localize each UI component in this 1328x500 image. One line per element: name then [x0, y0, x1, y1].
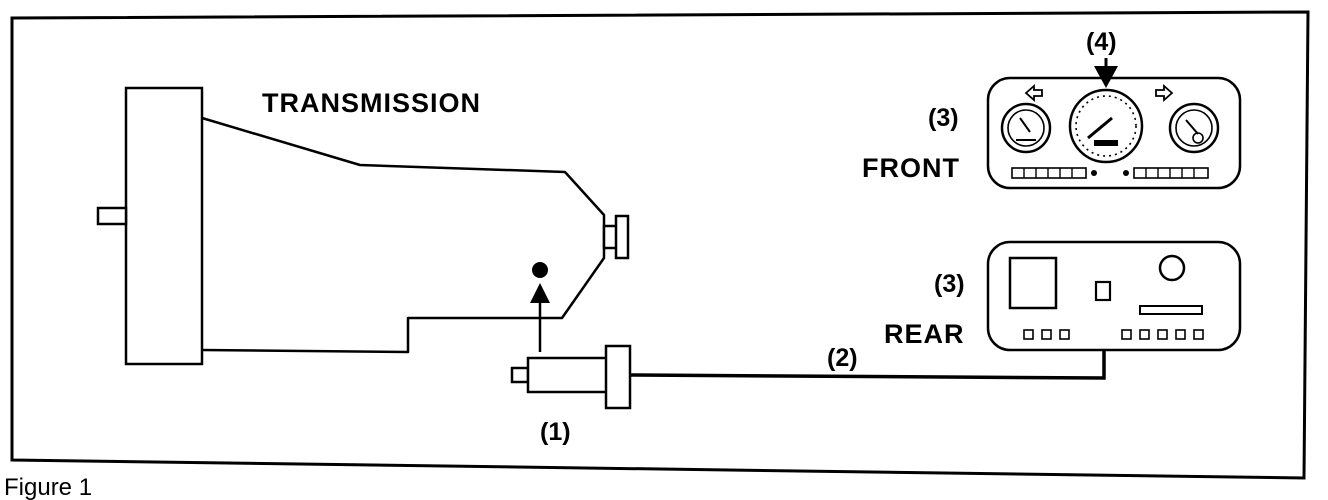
left-turn-icon	[1024, 84, 1043, 102]
front-left-dot	[1091, 170, 1097, 176]
rear-right-terminals	[1121, 329, 1204, 340]
speedometer-cable-socket	[1094, 280, 1112, 302]
front-right-indicator-strip	[1133, 167, 1209, 179]
transmission-housing	[96, 86, 630, 366]
front-cluster-callout: (3)	[928, 104, 959, 132]
instrument-cluster-rear	[986, 240, 1242, 352]
rear-round-socket	[1158, 254, 1186, 282]
front-left-indicator-strip	[1011, 167, 1087, 179]
front-right-dot	[1123, 170, 1129, 176]
left-gauge	[1000, 102, 1052, 154]
instrument-cluster-front	[986, 76, 1242, 190]
sensor-mount-arrow	[530, 262, 550, 352]
rear-slot	[1139, 305, 1203, 315]
right-gauge	[1168, 102, 1220, 154]
sensor-callout: (1)	[540, 418, 571, 446]
speedometer-gauge	[1068, 88, 1144, 164]
front-label: FRONT	[862, 153, 960, 183]
figure-caption: Figure 1	[4, 474, 92, 500]
output-shaft-flange	[602, 214, 630, 260]
cable-callout: (2)	[827, 344, 858, 372]
rear-connector-block	[1008, 256, 1058, 310]
transmission-label: TRANSMISSION	[262, 88, 481, 118]
right-turn-icon	[1155, 84, 1174, 102]
speedometer-arrow	[1094, 58, 1118, 88]
rear-label: REAR	[884, 319, 965, 349]
speedometer-callout: (4)	[1086, 28, 1117, 56]
rear-cluster-callout: (3)	[934, 270, 965, 298]
rear-left-terminals	[1023, 329, 1070, 340]
figure-border	[10, 10, 1310, 480]
speed-sensor	[510, 344, 632, 410]
